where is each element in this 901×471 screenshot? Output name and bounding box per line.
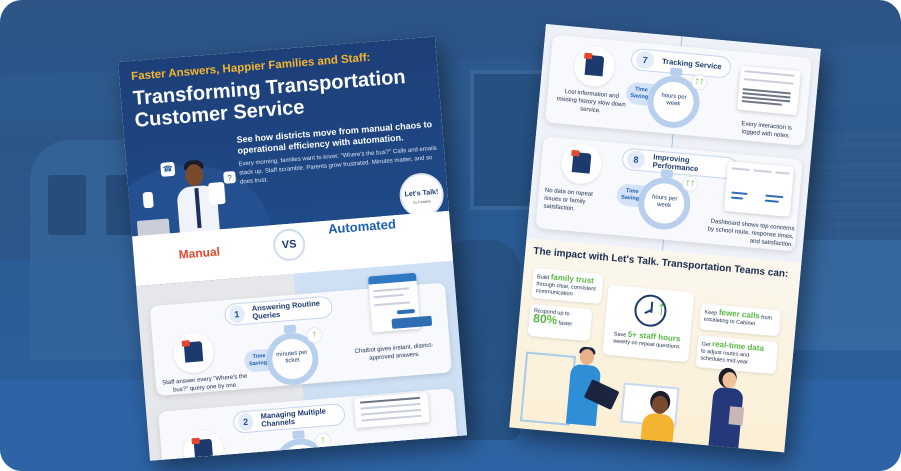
step-title: Answering Routine Queries bbox=[251, 298, 321, 322]
inbox-screenshot bbox=[353, 392, 430, 429]
phone-icon: ☎ bbox=[160, 161, 176, 177]
manual-caption: No data on repeat issues or family satis… bbox=[543, 187, 594, 213]
lost-documents-icon bbox=[572, 44, 617, 89]
time-unit: hours per week bbox=[661, 92, 687, 108]
step-title-pill: 2 Managing Multiple Channels bbox=[232, 402, 346, 434]
step-title-pill: 1 Answering Routine Queries bbox=[223, 295, 334, 327]
manual-caption: Lost information and missing history slo… bbox=[556, 88, 626, 115]
woman-with-clipboard bbox=[704, 370, 751, 453]
infographic-page-2: 7 Tracking Service Time Savings hours pe… bbox=[509, 24, 821, 453]
document-icon bbox=[142, 191, 154, 209]
automated-caption: Dashboard shows top concerns by school r… bbox=[707, 218, 795, 249]
arrow-up-icon: ↑ bbox=[305, 326, 324, 344]
time-unit: hours per week bbox=[651, 194, 678, 210]
stopwatch-icon: minutes per ticket ↑ bbox=[264, 324, 324, 387]
step-number: 7 bbox=[635, 50, 655, 70]
infographic-header: Faster Answers, Happier Families and Sta… bbox=[118, 36, 450, 322]
impact-item-staff-hours: ↑ Save 5+ staff hours weekly on repeat q… bbox=[602, 284, 695, 363]
double-arrow-up-icon: ↑↑ bbox=[690, 73, 709, 91]
dashboard-screenshot bbox=[723, 161, 795, 217]
clock-arrow-icon: ↑ bbox=[633, 293, 668, 329]
clipboard-icon bbox=[208, 181, 226, 206]
impact-item-respond-faster: Respond up to 80% faster bbox=[527, 303, 593, 342]
question-icon: ? bbox=[223, 170, 237, 184]
chatbot-screenshot bbox=[368, 272, 433, 333]
impact-item-family-trust: Build family trust through clear, consis… bbox=[531, 267, 604, 305]
step-title-pill: 8 Improving Performance bbox=[621, 147, 739, 180]
automated-caption: Every interaction is logged with notes. bbox=[741, 121, 793, 140]
data-network-icon bbox=[559, 142, 604, 186]
step-number: 1 bbox=[228, 304, 245, 324]
time-unit: minutes per ticket bbox=[276, 349, 308, 365]
step-title: Managing Multiple Channels bbox=[260, 406, 327, 429]
staff-at-desk-icon bbox=[172, 331, 216, 375]
step-number: 8 bbox=[626, 149, 646, 170]
ticket-log-screenshot bbox=[737, 65, 801, 116]
stopwatch-icon: hours per week ↑↑ bbox=[645, 67, 709, 131]
automated-caption: Chatbot gives instant, district-approved… bbox=[354, 342, 434, 362]
double-arrow-up-icon: ↑↑ bbox=[681, 175, 699, 193]
infographic-page-1: Faster Answers, Happier Families and Sta… bbox=[118, 36, 468, 461]
step-number: 2 bbox=[237, 412, 254, 432]
stopwatch-icon: hours per week ↑↑ bbox=[635, 169, 699, 232]
seated-woman bbox=[636, 394, 680, 448]
